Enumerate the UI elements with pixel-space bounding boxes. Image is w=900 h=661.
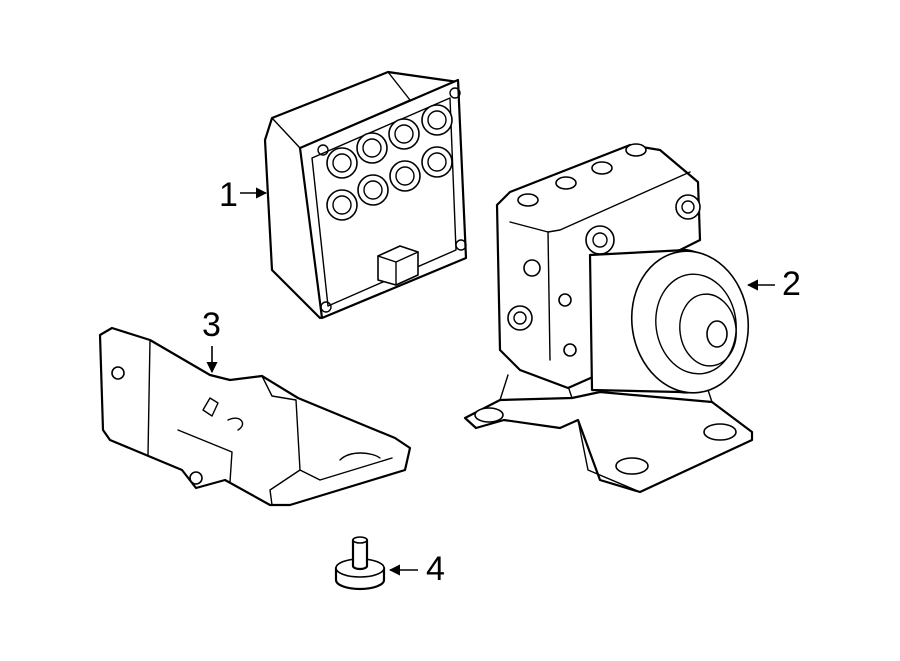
callout-1-number: 1 <box>219 176 238 214</box>
callout-1: 1 <box>219 176 268 214</box>
part-3-bracket[interactable] <box>98 326 412 507</box>
callout-3: 3 <box>202 306 221 374</box>
part-2-hydraulic-unit[interactable] <box>463 143 757 494</box>
callout-4-number: 4 <box>426 550 445 588</box>
callout-3-number: 3 <box>202 306 221 344</box>
part-4-grommet[interactable] <box>334 536 386 591</box>
connector-ports <box>326 104 453 221</box>
callout-4: 4 <box>388 550 445 588</box>
part-1-control-module[interactable] <box>263 70 468 320</box>
callout-2-number: 2 <box>782 265 801 303</box>
callout-2: 2 <box>746 265 801 303</box>
